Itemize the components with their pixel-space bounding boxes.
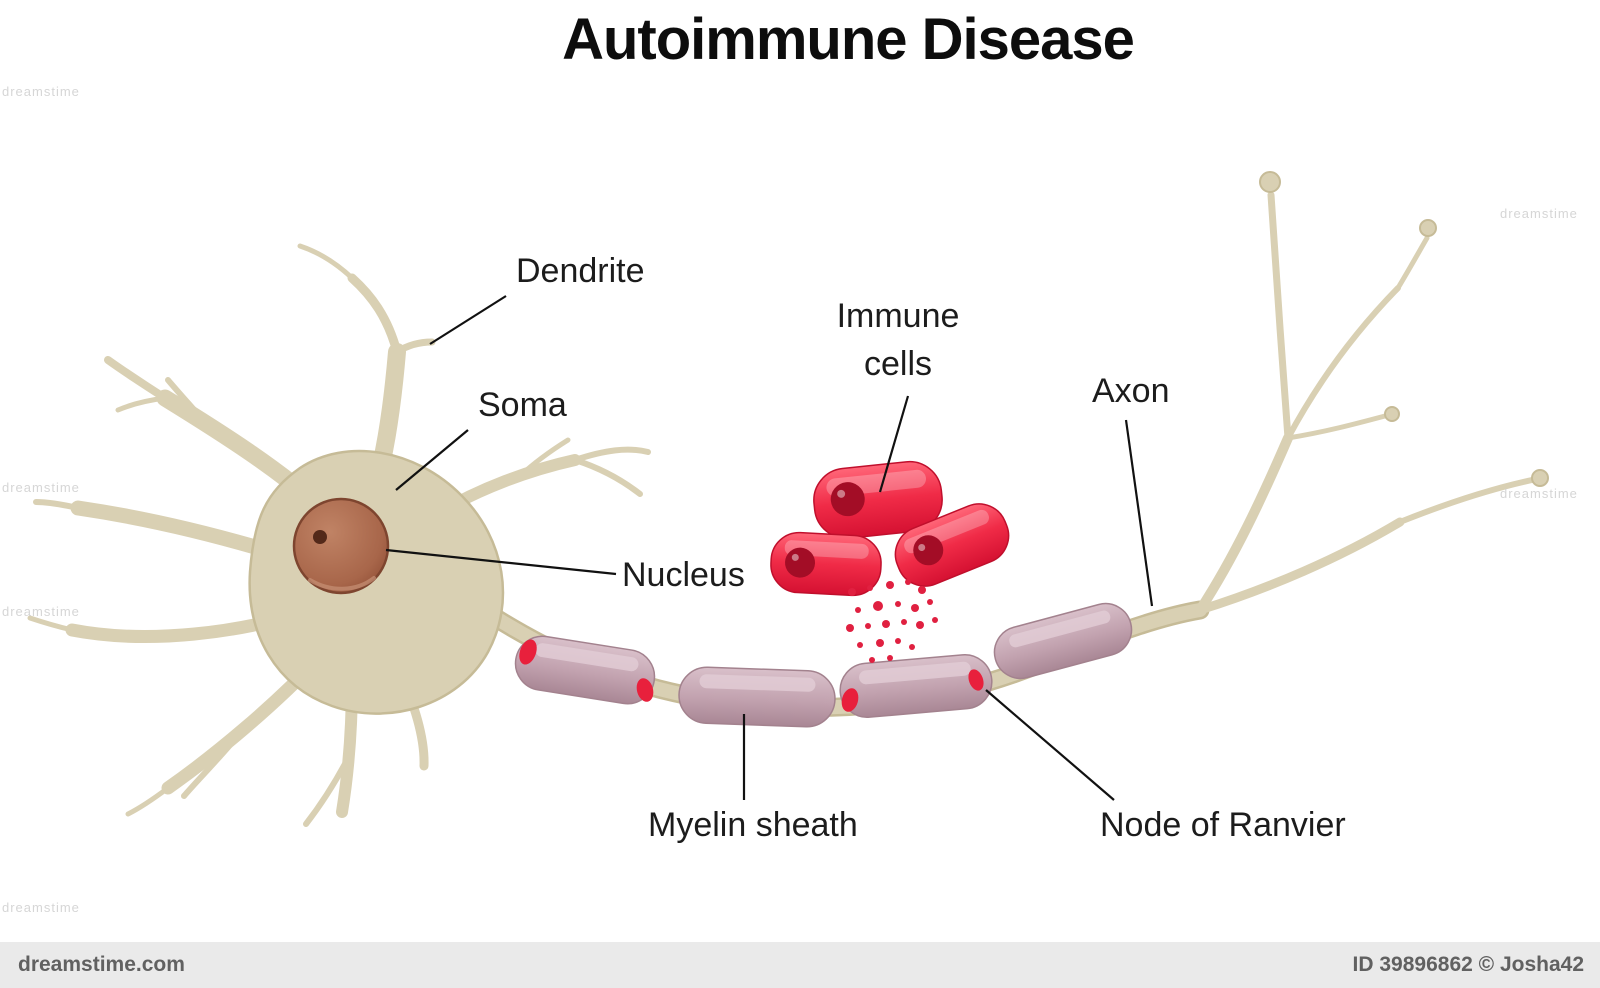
myelin-segment-3	[839, 653, 993, 719]
label-node-of-ranvier: Node of Ranvier	[1100, 806, 1346, 844]
myelin-segment-2	[678, 666, 836, 728]
axon-terminal-bulbs	[1259, 171, 1549, 487]
myelin-damage-marks	[519, 639, 984, 712]
myelin-sheath	[514, 602, 1133, 728]
watermark-text: dreamstime	[2, 480, 80, 495]
label-dendrite: Dendrite	[516, 252, 645, 290]
pointer-line-axon	[1124, 419, 1154, 607]
watermark-text: dreamstime	[2, 604, 80, 619]
pointer-line-node	[985, 689, 1115, 801]
watermark-text: dreamstime	[1500, 206, 1578, 221]
immune-cell-3	[770, 531, 882, 597]
immune-debris-dots	[846, 579, 938, 663]
watermark-text: dreamstime	[2, 900, 80, 915]
image-credit: ID 39896862 © Josha42	[1352, 953, 1584, 976]
myelin-segment-4	[993, 602, 1133, 680]
axon-terminals	[1195, 191, 1535, 615]
label-immune-cells-line1: Immune	[836, 297, 960, 335]
label-immune-cells: Immune cells	[798, 292, 998, 389]
pointer-line-soma	[395, 429, 469, 491]
pointer-line-dendrite	[429, 295, 507, 345]
credit-bar: dreamstime.com ID 39896862 © Josha42	[0, 942, 1600, 988]
pointer-line-immune-cells	[878, 395, 910, 493]
label-nucleus: Nucleus	[622, 556, 745, 594]
label-immune-cells-line2: cells	[863, 345, 933, 384]
diagram-title: Autoimmune Disease	[562, 7, 1135, 72]
myelin-segment-1	[514, 635, 656, 705]
watermark-text: dreamstime	[1500, 486, 1578, 501]
watermark-site: dreamstime.com	[18, 953, 185, 976]
pointer-line-nucleus	[385, 548, 617, 576]
immune-cell-1	[813, 460, 943, 540]
pointer-lines	[385, 295, 1154, 801]
watermark-text: dreamstime	[2, 84, 80, 99]
label-myelin-sheath: Myelin sheath	[648, 806, 858, 844]
soma-body	[248, 449, 505, 715]
immune-cells-group	[770, 460, 1010, 597]
label-soma: Soma	[478, 386, 567, 424]
dendrites	[27, 243, 651, 827]
label-axon: Axon	[1092, 372, 1170, 410]
cell-nucleus	[292, 497, 390, 595]
immune-cell-2	[894, 503, 1010, 587]
